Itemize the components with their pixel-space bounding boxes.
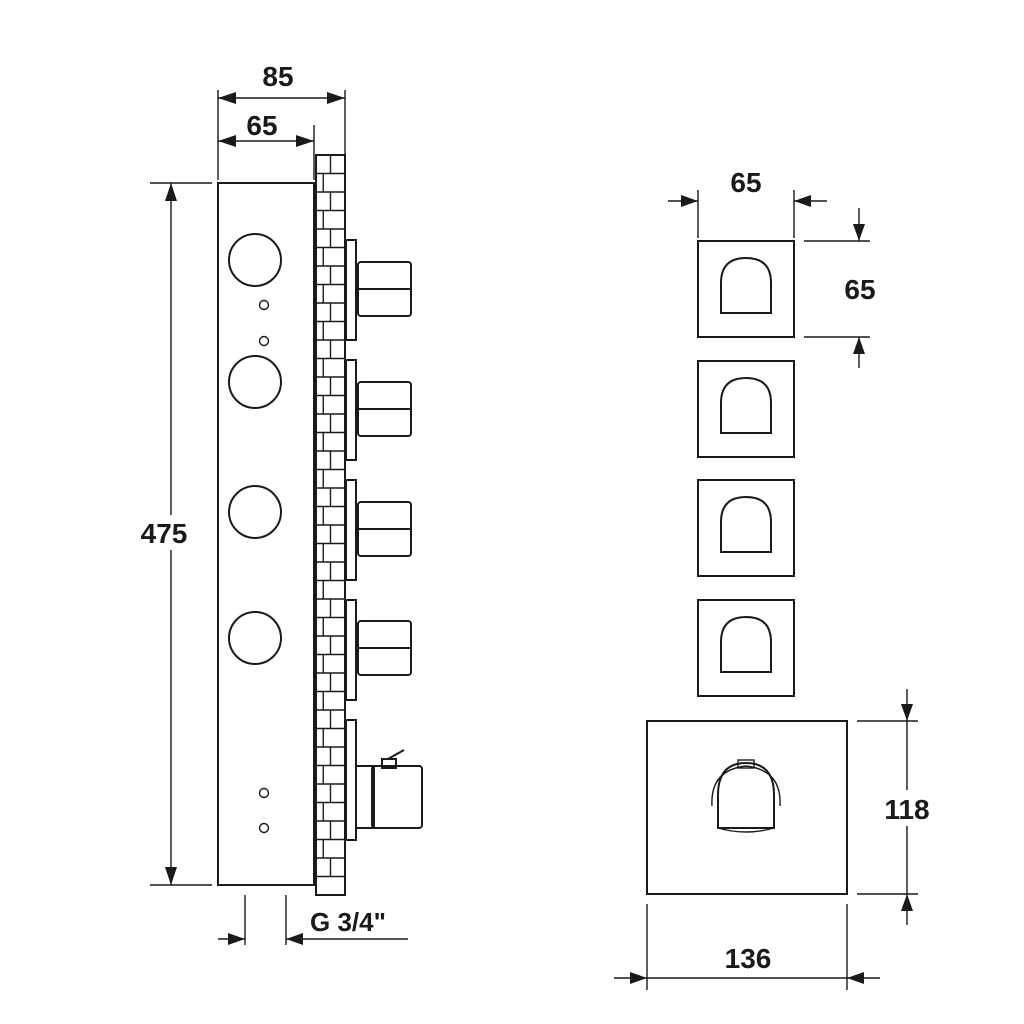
front-handle	[697, 599, 795, 697]
valve-bore	[228, 233, 282, 287]
dimension-label-plate-width: 136	[725, 943, 772, 974]
dimension-label-plate-height: 118	[884, 794, 929, 825]
dimension-label-handle-width: 65	[730, 167, 761, 198]
body-outline	[217, 182, 315, 886]
side-handle	[345, 599, 412, 701]
front-view: 65 65 118	[614, 167, 930, 990]
dimension-total-depth: 85	[217, 61, 346, 180]
dimension-plate-width: 136	[614, 904, 880, 990]
screw-hole	[258, 299, 270, 311]
dimension-label-height: 475	[141, 518, 188, 549]
side-handle	[345, 479, 412, 581]
dimension-label-handle-height: 65	[844, 274, 875, 305]
side-thermostat-handle	[345, 719, 423, 841]
valve-bore	[228, 355, 282, 409]
side-handle	[345, 239, 412, 341]
front-handle	[697, 479, 795, 577]
screw-hole	[258, 787, 270, 799]
screw-hole	[258, 335, 270, 347]
side-view: 85 65 475 G 3/4"	[141, 61, 423, 945]
screw-hole	[258, 822, 270, 834]
valve-bore	[228, 611, 282, 665]
wall-tile-strip	[315, 154, 346, 896]
dimension-height: 475	[141, 182, 212, 886]
dimension-handle-height: 65	[804, 208, 876, 368]
dimension-plate-height: 118	[857, 689, 930, 925]
side-handle	[345, 359, 412, 461]
dimension-handle-width: 65	[668, 167, 827, 238]
front-handle	[697, 240, 795, 338]
thermostat-plate	[646, 720, 848, 895]
dimension-connection: G 3/4"	[218, 895, 408, 945]
front-handle	[697, 360, 795, 458]
dimension-label-total-depth: 85	[262, 61, 293, 92]
valve-bore	[228, 485, 282, 539]
dimension-label-body-depth: 65	[246, 110, 277, 141]
dimension-body-depth: 65	[218, 110, 315, 180]
connection-label: G 3/4"	[310, 907, 386, 937]
